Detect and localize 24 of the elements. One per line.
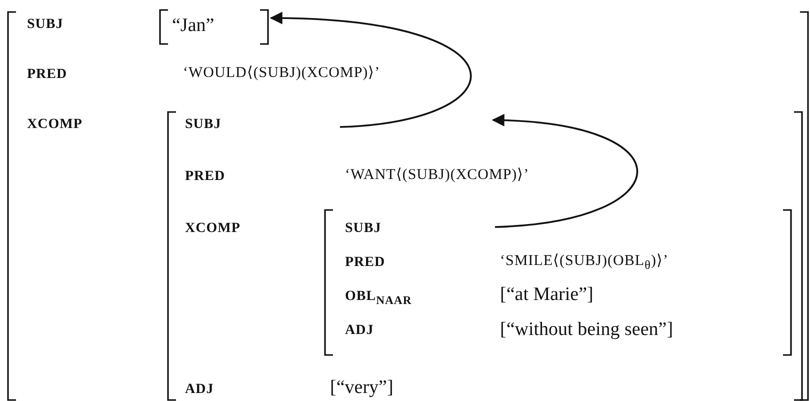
bracketed-value — [160, 10, 268, 44]
attribute-value-matrix — [325, 210, 791, 355]
attribute-name: XCOMP — [185, 222, 240, 236]
attribute-name: PRED — [27, 68, 68, 82]
attribute-name: SUBJ — [27, 18, 64, 32]
string-value: [“without being seen”] — [500, 320, 674, 339]
attribute-name: ADJ — [185, 383, 214, 397]
predicate-value: ‘WANT⟨(SUBJ)(XCOMP)⟩’ — [345, 168, 530, 183]
predicate-value: ‘WOULD⟨(SUBJ)(XCOMP)⟩’ — [183, 66, 380, 81]
string-value: [“very”] — [330, 378, 394, 397]
predicate-value: ‘SMILE⟨(SUBJ)(OBL$_{θ}$)⟩’ — [500, 254, 668, 272]
curved-arrow — [270, 12, 471, 128]
attribute-name: PRED — [345, 256, 386, 270]
attribute-value-matrix — [168, 112, 802, 400]
attribute-name: SUBJ — [345, 222, 382, 236]
string-value: “Jan” — [172, 16, 214, 35]
attribute-name: SUBJ — [185, 118, 222, 132]
attribute-name: XCOMP — [27, 118, 82, 132]
curved-arrow — [492, 114, 638, 228]
attribute-value-matrix — [8, 12, 808, 400]
attribute-name: PRED — [185, 170, 226, 184]
attribute-name: ADJ — [345, 324, 374, 338]
attribute-name: OBL$_{NAAR}$ — [345, 290, 412, 306]
string-value: [“at Marie”] — [500, 285, 594, 304]
